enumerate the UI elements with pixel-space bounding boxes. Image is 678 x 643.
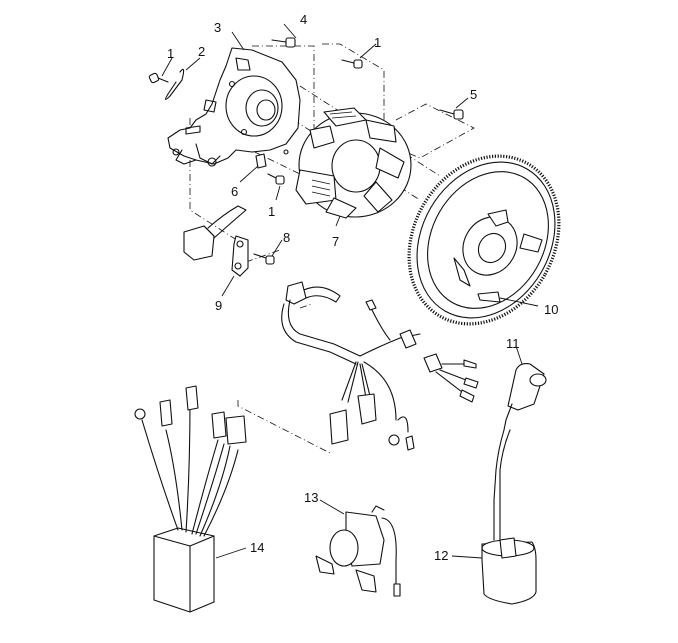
pulser-coil-part-9 xyxy=(183,205,249,277)
spark-plug-cap-part-11 xyxy=(503,363,547,431)
callout-10: 10 xyxy=(544,302,558,317)
callout-11: 11 xyxy=(506,336,520,351)
cdi-unit-part-14 xyxy=(134,385,247,613)
screw-part-1-top-left xyxy=(148,72,169,84)
callout-6: 6 xyxy=(231,184,238,199)
ignition-coil-part-12 xyxy=(481,429,537,605)
callout-7: 7 xyxy=(332,234,339,249)
callout-1c: 1 xyxy=(268,204,275,219)
starter-solenoid-part-13 xyxy=(315,505,401,597)
callout-1b: 1 xyxy=(374,35,381,50)
clip-part-2 xyxy=(164,68,185,101)
stator-plate-part-3 xyxy=(167,47,301,167)
callout-5: 5 xyxy=(470,87,477,102)
screw-part-8 xyxy=(253,253,275,265)
screw-part-1-lower xyxy=(267,173,285,185)
callout-8: 8 xyxy=(283,230,290,245)
callout-14: 14 xyxy=(250,540,264,555)
callout-labels: 1 2 3 4 1 5 6 1 7 8 9 10 11 12 13 14 xyxy=(167,12,558,563)
callout-1a: 1 xyxy=(167,46,174,61)
callout-leaders xyxy=(161,23,539,559)
callout-9: 9 xyxy=(215,298,222,313)
stator-part-7 xyxy=(295,107,412,219)
screw-part-4 xyxy=(271,37,296,48)
screw-part-1-top-center xyxy=(341,59,363,69)
callout-13: 13 xyxy=(304,490,318,505)
callout-4: 4 xyxy=(300,12,307,27)
plate-part-6 xyxy=(255,153,267,169)
callout-12: 12 xyxy=(434,548,448,563)
callout-3: 3 xyxy=(214,20,221,35)
flywheel-part-10 xyxy=(407,154,561,326)
wire-harness xyxy=(281,281,479,451)
screw-part-5 xyxy=(439,109,464,120)
callout-2: 2 xyxy=(198,44,205,59)
